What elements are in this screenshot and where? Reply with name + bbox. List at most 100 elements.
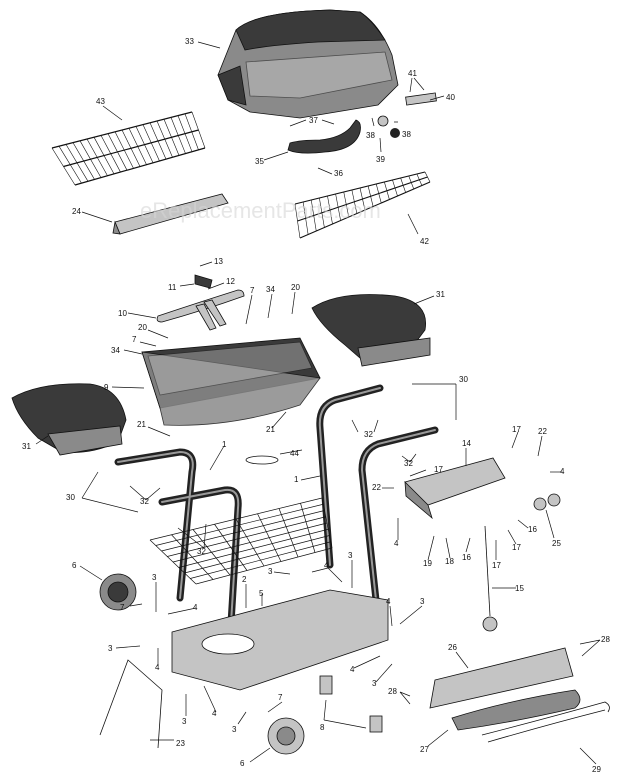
thermometer-part (377, 115, 400, 138)
callout-37: 37 (309, 116, 318, 125)
callout-4: 4 (193, 603, 198, 612)
callout-31: 31 (436, 290, 445, 299)
callout-4: 4 (560, 467, 565, 476)
callout-36: 36 (334, 169, 343, 178)
callout-15: 15 (515, 584, 524, 593)
cooking-grate-part (51, 111, 206, 186)
callout-7: 7 (278, 693, 283, 702)
callout-3: 3 (108, 644, 113, 653)
callout-27: 27 (420, 745, 429, 754)
callout-39: 39 (376, 155, 385, 164)
callout-17: 17 (492, 561, 501, 570)
callout-3: 3 (372, 679, 377, 688)
callout-3: 3 (152, 573, 157, 582)
callout-26: 26 (448, 643, 457, 652)
base-pan-part (171, 589, 389, 691)
callout-4: 4 (155, 663, 160, 672)
front-trim-part (451, 689, 581, 731)
side-shelf-left-part (11, 383, 127, 456)
callout-41: 41 (408, 69, 417, 78)
wheel-bottom-part (267, 717, 305, 755)
lid-handle-part (287, 119, 361, 154)
tank-hook-part (245, 455, 279, 465)
callout-4: 4 (324, 561, 329, 570)
callout-35: 35 (255, 157, 264, 166)
callout-6: 6 (240, 759, 245, 768)
leg-brace-part (99, 659, 163, 749)
cart-leg-right-part (316, 384, 439, 604)
callout-32: 32 (140, 497, 149, 506)
callout-4: 4 (350, 665, 355, 674)
callout-5: 5 (259, 589, 264, 598)
callout-17: 17 (434, 465, 443, 474)
thermometer-bezel-part (405, 92, 437, 106)
callout-8: 8 (320, 723, 325, 732)
callout-13: 13 (214, 257, 223, 266)
callout-24: 24 (72, 207, 81, 216)
front-panel-part (429, 647, 574, 709)
callout-28: 28 (388, 687, 397, 696)
callout-17: 17 (512, 425, 521, 434)
callout-17: 17 (512, 543, 521, 552)
burner-part (156, 274, 245, 331)
callout-4: 4 (386, 597, 391, 606)
callout-7: 7 (250, 286, 255, 295)
callout-25: 25 (552, 539, 561, 548)
callout-3: 3 (232, 725, 237, 734)
warming-rack-part (294, 171, 431, 239)
callout-38: 38 (402, 130, 411, 139)
callout-33: 33 (185, 37, 194, 46)
callout-20: 20 (138, 323, 147, 332)
callout-1: 1 (222, 440, 227, 449)
control-panel-part (404, 457, 506, 520)
callout-32: 32 (197, 547, 206, 556)
callout-43: 43 (96, 97, 105, 106)
control-knob-part (533, 493, 561, 511)
callout-22: 22 (538, 427, 547, 436)
callout-3: 3 (182, 717, 187, 726)
towel-bar-part (481, 701, 610, 743)
leader-lines (35, 41, 601, 765)
callout-3: 3 (420, 597, 425, 606)
callout-21: 21 (266, 425, 275, 434)
callout-16: 16 (528, 525, 537, 534)
callout-11: 11 (168, 283, 177, 292)
callout-3: 3 (348, 551, 353, 560)
callout-34: 34 (111, 346, 120, 355)
callout-32: 32 (364, 430, 373, 439)
callout-31: 31 (22, 442, 31, 451)
callout-4: 4 (394, 539, 399, 548)
callout-18: 18 (445, 557, 454, 566)
callout-14: 14 (462, 439, 471, 448)
callout-20: 20 (291, 283, 300, 292)
caster-top-part (319, 675, 333, 695)
callout-38: 38 (366, 131, 375, 140)
callout-21: 21 (137, 420, 146, 429)
callout-9: 9 (104, 383, 109, 392)
callout-44: 44 (290, 449, 299, 458)
callout-16: 16 (462, 553, 471, 562)
lid-part (217, 9, 399, 119)
callout-40: 40 (446, 93, 455, 102)
callout-7: 7 (132, 335, 137, 344)
cart-leg-left-part (114, 448, 242, 644)
callout-10: 10 (118, 309, 127, 318)
callout-labels: 33 41 40 43 37 38 38 39 35 36 24 42 13 1… (22, 37, 610, 774)
callout-12: 12 (226, 277, 235, 286)
callout-22: 22 (372, 483, 381, 492)
callout-2: 2 (242, 575, 247, 584)
watermark: eReplacementParts.com (140, 198, 381, 223)
callout-4: 4 (212, 709, 217, 718)
callout-34: 34 (266, 285, 275, 294)
callout-28: 28 (601, 635, 610, 644)
callout-19: 19 (423, 559, 432, 568)
igniter-wire-part (482, 525, 498, 632)
callout-6: 6 (72, 561, 77, 570)
callout-1: 1 (294, 475, 299, 484)
caster-bottom-part (369, 715, 383, 733)
side-shelf-right-part (311, 294, 431, 367)
callout-23: 23 (176, 739, 185, 748)
callout-3: 3 (268, 567, 273, 576)
